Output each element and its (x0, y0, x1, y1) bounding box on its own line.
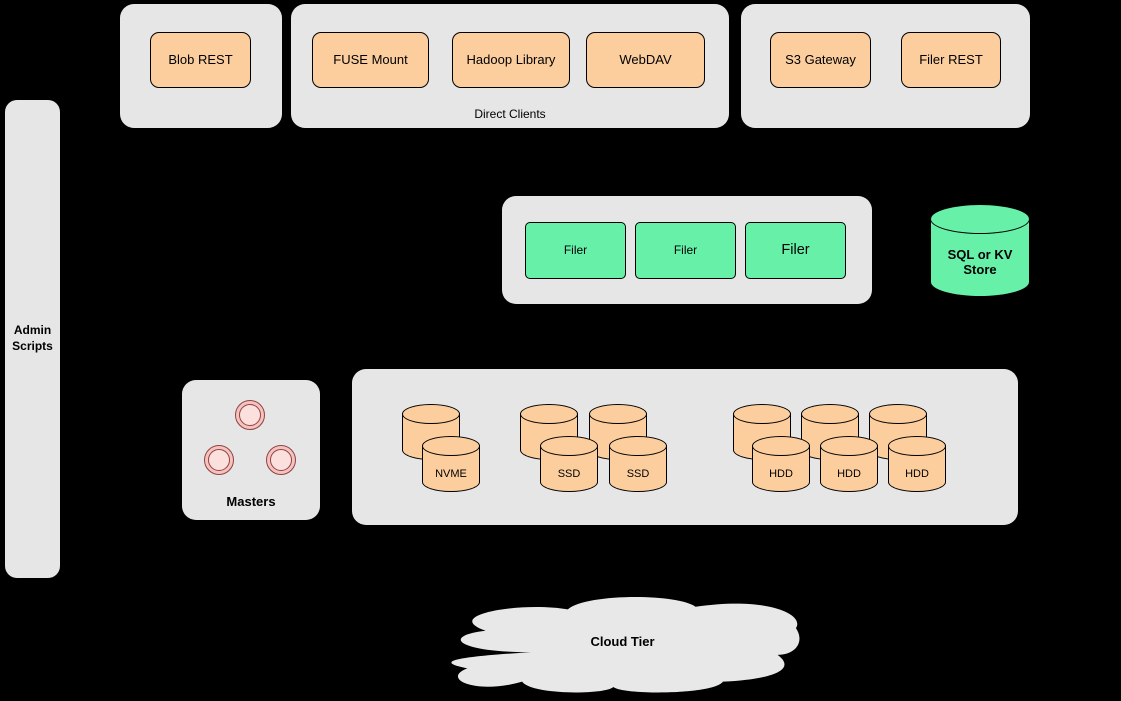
admin-scripts-node: Admin Scripts (5, 100, 60, 578)
filer-rest-label: Filer REST (919, 52, 983, 68)
fuse-mount-label: FUSE Mount (333, 52, 408, 68)
blob-rest-label: Blob REST (168, 52, 233, 68)
direct-clients-group: FUSE Mount Hadoop Library WebDAV Direct … (291, 4, 729, 128)
filer-group: Filer Filer Filer (502, 196, 872, 304)
hdd-disk-label: HDD (905, 468, 929, 480)
hdd-disk-label: HDD (769, 468, 793, 480)
master-node-icon (204, 445, 234, 475)
direct-clients-caption: Direct Clients (474, 107, 546, 121)
blob-client-group: Blob REST (120, 4, 282, 128)
ssd-disk-cylinder: SSD (609, 436, 667, 492)
filer-label: Filer (781, 241, 810, 258)
hdd-disk-cylinder: HDD (752, 436, 810, 492)
filer-node-1: Filer (525, 222, 626, 279)
s3-gateway-label: S3 Gateway (785, 52, 856, 68)
hdd-disk-label: HDD (837, 468, 861, 480)
cloud-tier-label: Cloud Tier (590, 634, 655, 649)
webdav-node: WebDAV (586, 32, 705, 88)
blob-rest-node: Blob REST (150, 32, 251, 88)
admin-scripts-label: Admin Scripts (12, 323, 53, 353)
cloud-shape-icon (451, 597, 800, 693)
nvme-disk-label: NVME (435, 468, 467, 480)
sql-kv-store-label: SQL or KV Store (947, 247, 1013, 277)
filer-node-3: Filer (745, 222, 846, 279)
fuse-mount-node: FUSE Mount (312, 32, 429, 88)
master-node-icon (266, 445, 296, 475)
gateway-group: S3 Gateway Filer REST (741, 4, 1030, 128)
filer-rest-node: Filer REST (901, 32, 1001, 88)
webdav-label: WebDAV (619, 52, 672, 68)
masters-group: Masters (182, 380, 320, 520)
masters-label: Masters (226, 494, 276, 509)
hdd-disk-cylinder: HDD (888, 436, 946, 492)
volume-servers-group: NVME SSD SSD HDD HDD HDD (352, 369, 1018, 525)
hdd-disk-cylinder: HDD (820, 436, 878, 492)
nvme-disk-cylinder: NVME (422, 436, 480, 492)
filer-label: Filer (563, 243, 588, 258)
ssd-disk-label: SSD (626, 468, 650, 480)
s3-gateway-node: S3 Gateway (770, 32, 871, 88)
cloud-tier-node: Cloud Tier (440, 588, 805, 695)
hadoop-library-label: Hadoop Library (466, 52, 556, 68)
filer-label: Filer (673, 243, 698, 258)
hadoop-library-node: Hadoop Library (452, 32, 570, 88)
filer-node-2: Filer (635, 222, 736, 279)
sql-kv-store-cylinder: SQL or KV Store (930, 204, 1030, 297)
ssd-disk-cylinder: SSD (540, 436, 598, 492)
master-node-icon (235, 400, 265, 430)
ssd-disk-label: SSD (557, 468, 581, 480)
